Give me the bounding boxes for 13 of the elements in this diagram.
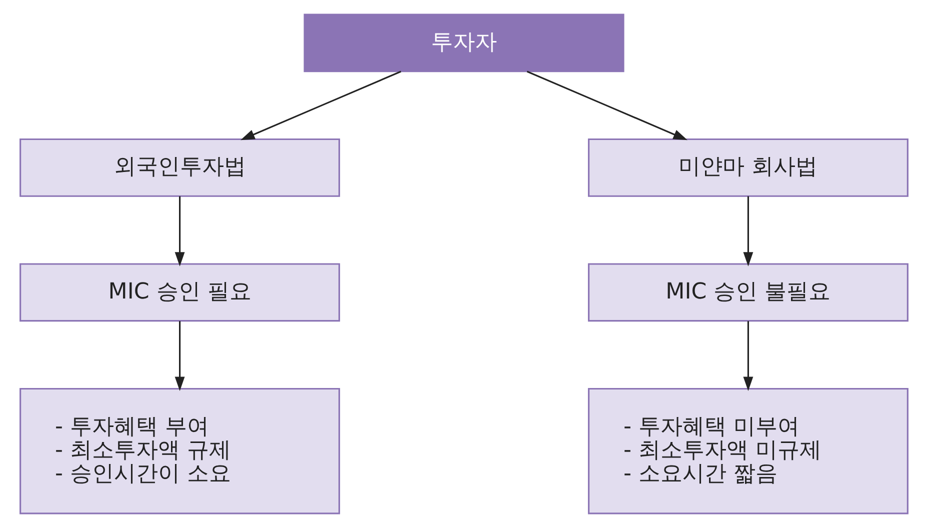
arrow bbox=[174, 321, 184, 391]
arrow bbox=[742, 321, 753, 391]
arrow bbox=[174, 196, 184, 266]
arrow bbox=[742, 196, 753, 266]
arrow bbox=[240, 70, 401, 140]
node-box: 미얀마 회사법 bbox=[587, 138, 908, 197]
node-box: MIC 승인 필요 bbox=[19, 263, 340, 322]
node-box: 외국인투자법 bbox=[19, 138, 340, 197]
node-box: - 투자혜택 미부여 - 최소투자액 미규제 - 소요시간 짧음 bbox=[587, 388, 908, 514]
node-box: MIC 승인 불필요 bbox=[587, 263, 908, 322]
arrow bbox=[526, 70, 687, 140]
node-box: 투자자 bbox=[303, 14, 624, 72]
node-box: - 투자혜택 부여 - 최소투자액 규제 - 승인시간이 소요 bbox=[19, 388, 340, 514]
